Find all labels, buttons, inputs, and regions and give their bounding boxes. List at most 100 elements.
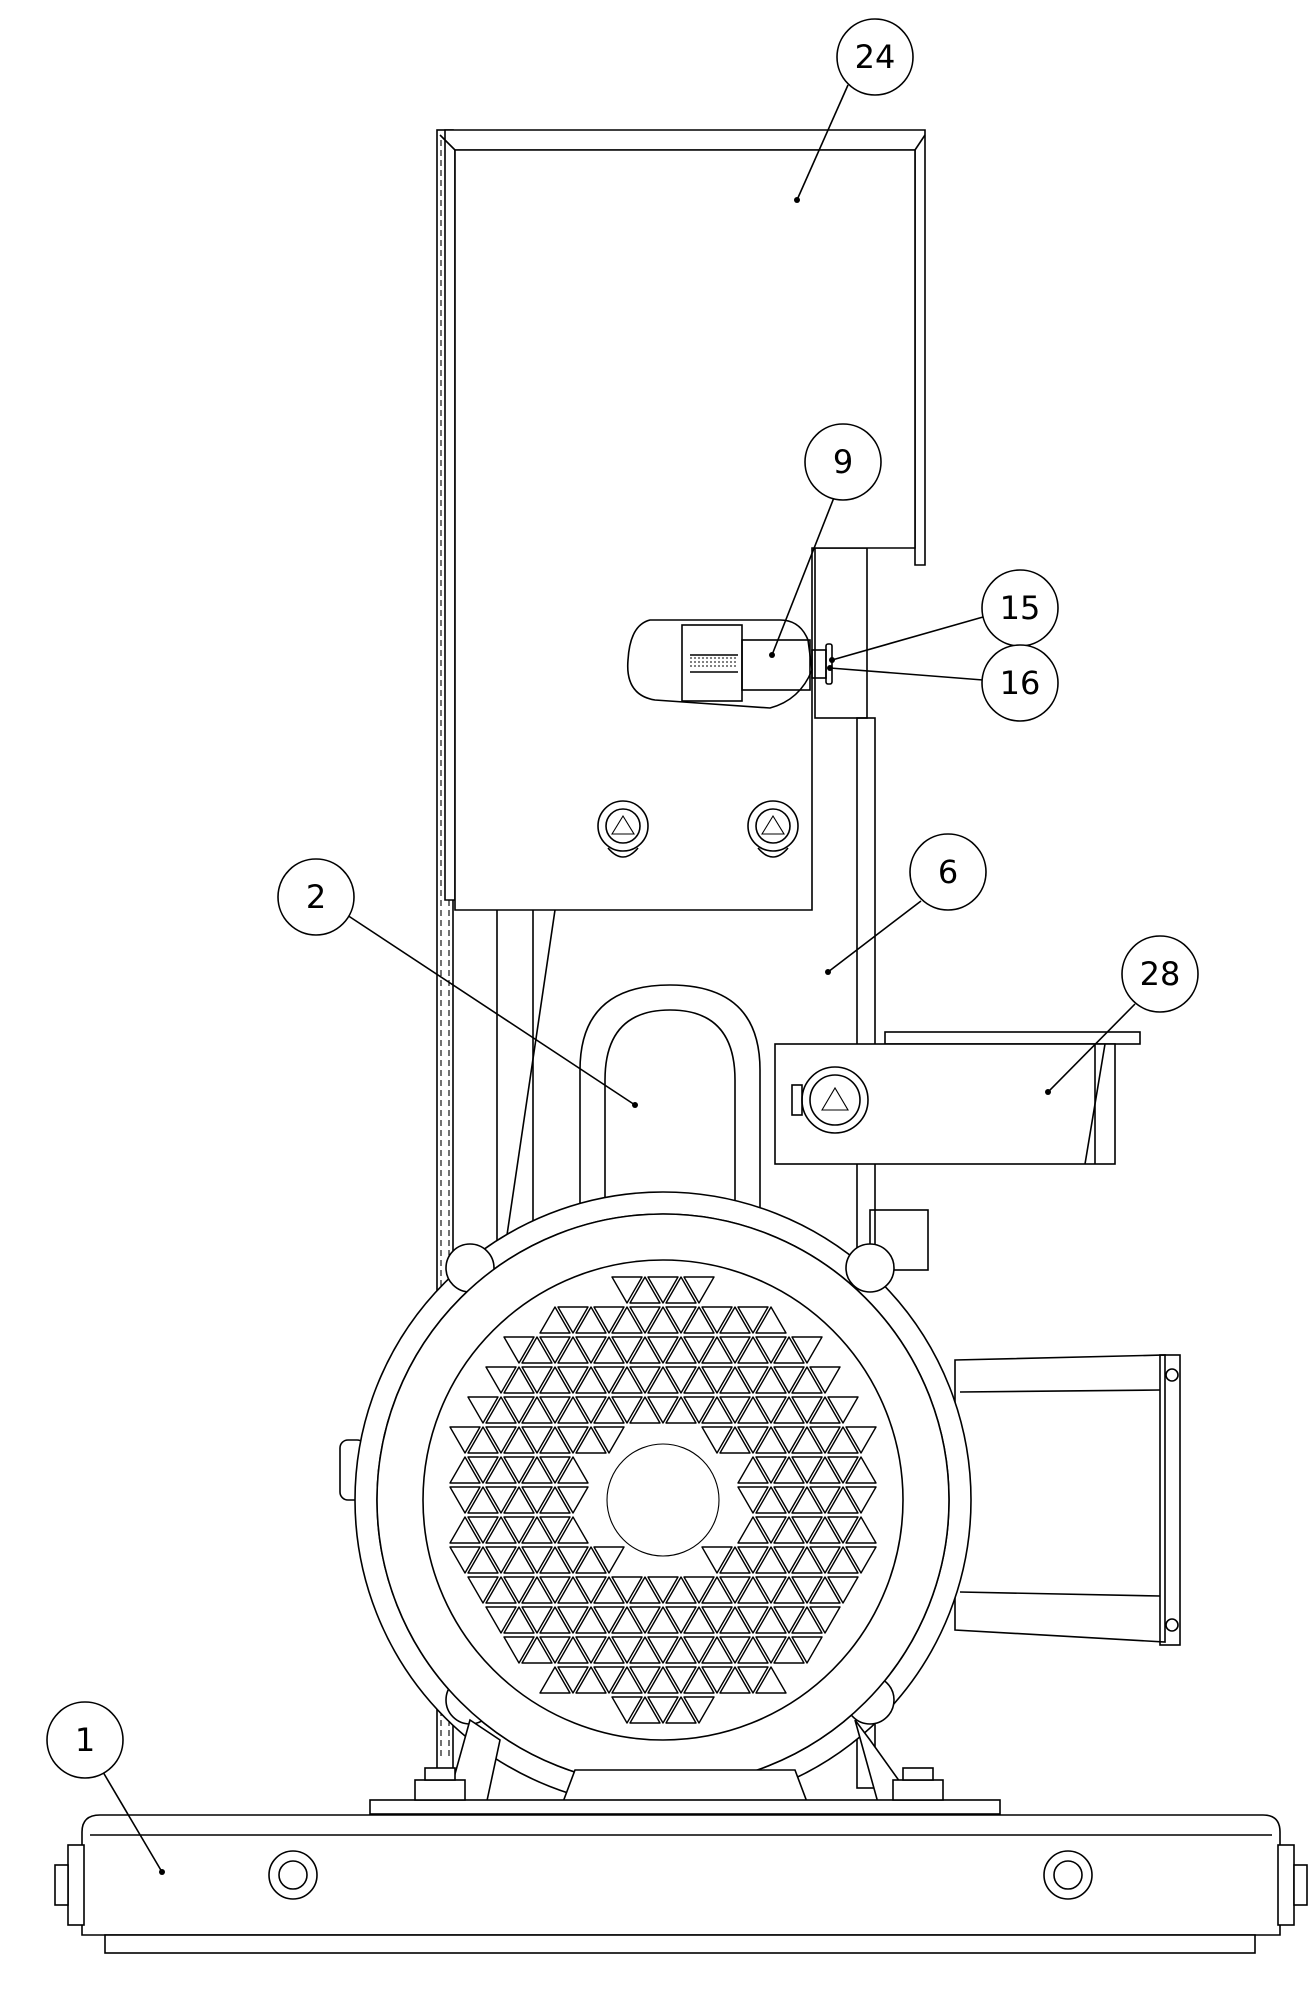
vent-slot (683, 1666, 715, 1694)
balloon-callout-16: 16 (827, 644, 1059, 722)
balloon-callout-6: 6 (825, 833, 987, 975)
vent-slot (503, 1516, 535, 1544)
vent-slot (539, 1636, 571, 1664)
vent-slot (737, 1516, 769, 1544)
vent-slot (503, 1576, 535, 1604)
vent-slot (683, 1696, 715, 1724)
vent-slot (791, 1426, 823, 1454)
vent-slot (629, 1666, 661, 1694)
vent-slot (755, 1426, 787, 1454)
balloon-callout-24: 24 (794, 18, 914, 203)
vent-slot (557, 1606, 589, 1634)
vent-slot (791, 1396, 823, 1424)
vent-slot (611, 1606, 643, 1634)
vent-slot (647, 1666, 679, 1694)
vent-slot (755, 1366, 787, 1394)
vent-slot (773, 1636, 805, 1664)
vent-slot (755, 1456, 787, 1484)
vent-slot (503, 1456, 535, 1484)
vent-slot (719, 1546, 751, 1574)
vent-slot (593, 1396, 625, 1424)
vent-slot (449, 1456, 481, 1484)
vent-slot (575, 1426, 607, 1454)
vent-slot (503, 1486, 535, 1514)
vent-slot (503, 1636, 535, 1664)
vent-slot (719, 1666, 751, 1694)
vent-slot (611, 1696, 643, 1724)
vent-slot (521, 1336, 553, 1364)
guard-screw-left (597, 800, 649, 858)
vent-slot (827, 1426, 859, 1454)
balloon-2: 2 (306, 878, 326, 916)
vent-slot (755, 1396, 787, 1424)
vent-slot (485, 1366, 517, 1394)
vent-slot (845, 1426, 877, 1454)
vent-slot (773, 1396, 805, 1424)
vent-slot (665, 1396, 697, 1424)
vent-slot (557, 1666, 589, 1694)
vent-slot (575, 1306, 607, 1334)
vent-slot (485, 1456, 517, 1484)
vent-slot (467, 1516, 499, 1544)
vent-slot (503, 1606, 535, 1634)
vent-slot (539, 1426, 571, 1454)
vent-slot (539, 1456, 571, 1484)
vent-slot (629, 1396, 661, 1424)
vent-slot (665, 1306, 697, 1334)
vent-slot (827, 1546, 859, 1574)
balloon-callout-1: 1 (46, 1701, 165, 1875)
vent-slot (557, 1516, 589, 1544)
tension-knob (626, 619, 833, 709)
vent-slot (719, 1366, 751, 1394)
vent-slot (791, 1606, 823, 1634)
vent-slot (719, 1606, 751, 1634)
vent-slot (791, 1636, 823, 1664)
vent-slot (503, 1366, 535, 1394)
vent-slot (845, 1546, 877, 1574)
vent-slot (467, 1426, 499, 1454)
vent-slot (503, 1546, 535, 1574)
vent-slot (593, 1426, 625, 1454)
vent-slot (701, 1606, 733, 1634)
vent-slot (539, 1516, 571, 1544)
balloon-6: 6 (938, 853, 958, 891)
vent-slot (647, 1396, 679, 1424)
vent-slot (647, 1606, 679, 1634)
vent-slot (557, 1336, 589, 1364)
vent-slot (611, 1576, 643, 1604)
fan-cover-vents (449, 1276, 877, 1724)
vent-slot (773, 1366, 805, 1394)
vent-slot (773, 1546, 805, 1574)
vent-slot (521, 1606, 553, 1634)
vent-slot (755, 1666, 787, 1694)
vent-slot (521, 1486, 553, 1514)
vent-slot (827, 1396, 859, 1424)
vent-slot (827, 1486, 859, 1514)
vent-slot (791, 1516, 823, 1544)
vent-slot (467, 1546, 499, 1574)
vent-slot (575, 1606, 607, 1634)
vent-slot (737, 1576, 769, 1604)
vent-slot (755, 1576, 787, 1604)
vent-slot (593, 1576, 625, 1604)
tensioner-bracket (774, 1031, 1141, 1165)
vent-slot (611, 1636, 643, 1664)
vent-slot (647, 1576, 679, 1604)
vent-slot (521, 1576, 553, 1604)
vent-slot (773, 1426, 805, 1454)
vent-slot (719, 1306, 751, 1334)
vent-slot (557, 1456, 589, 1484)
vent-slot (647, 1636, 679, 1664)
vent-slot (611, 1366, 643, 1394)
vent-slot (575, 1666, 607, 1694)
vent-slot (791, 1486, 823, 1514)
vent-slot (827, 1456, 859, 1484)
vent-slot (773, 1456, 805, 1484)
vent-slot (737, 1396, 769, 1424)
vent-slot (665, 1696, 697, 1724)
vent-slot (647, 1696, 679, 1724)
vent-slot (593, 1636, 625, 1664)
vent-slot (845, 1516, 877, 1544)
vent-slot (737, 1546, 769, 1574)
